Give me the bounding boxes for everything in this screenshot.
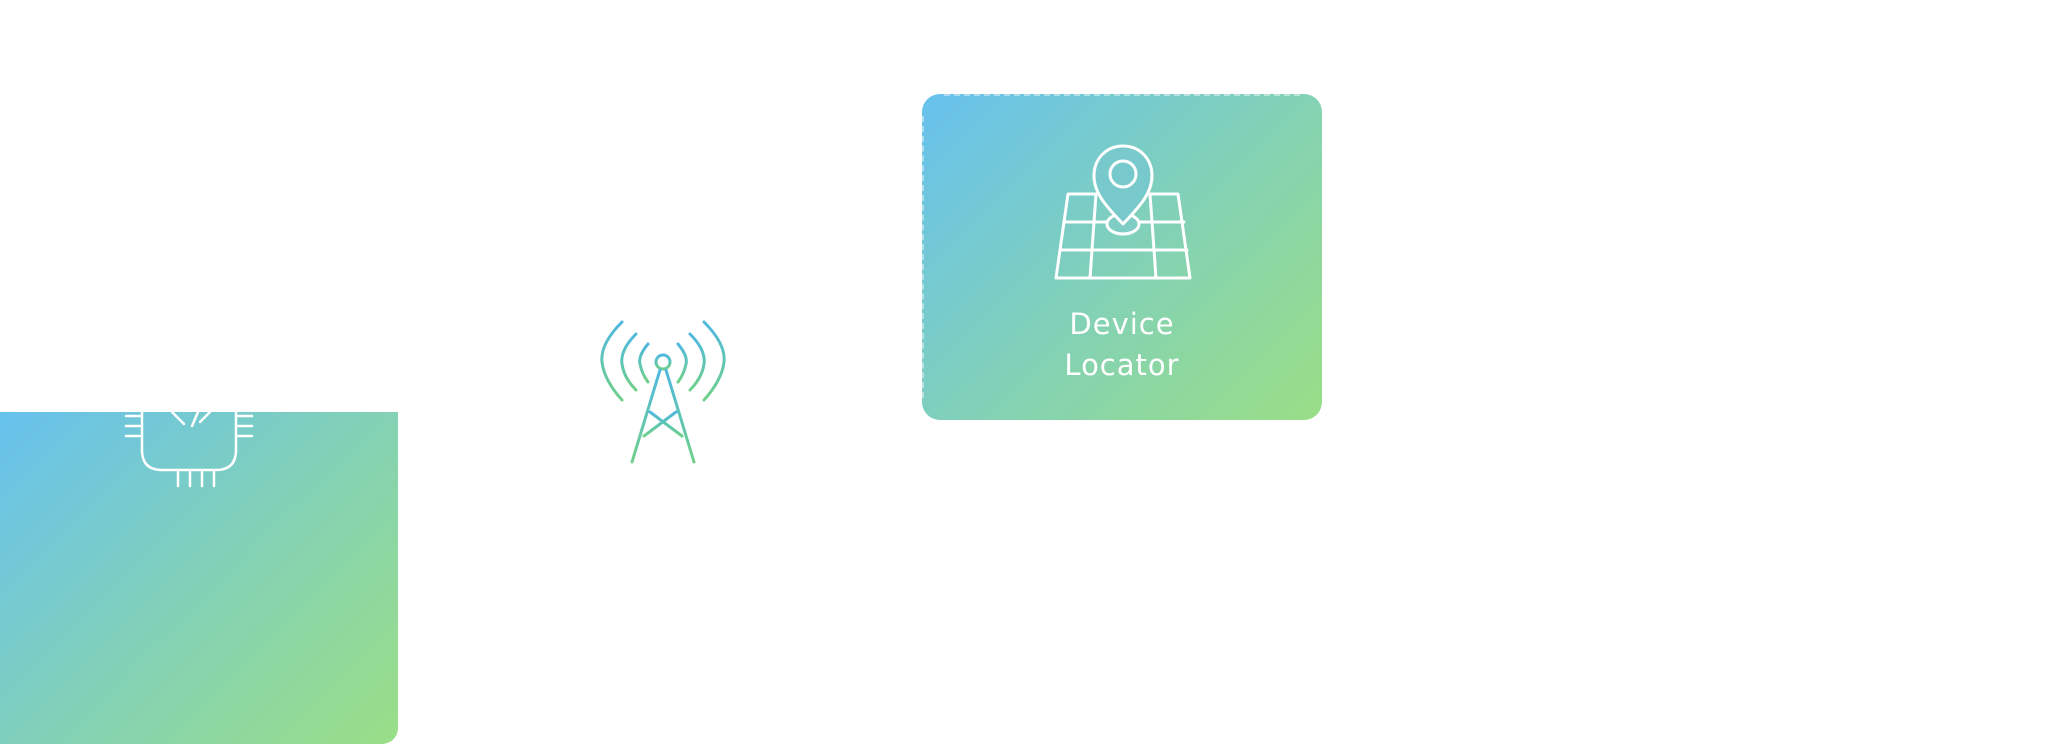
tile-label: Device Locator (922, 304, 1322, 386)
map-pin-icon (1054, 144, 1192, 280)
app-tile-chip[interactable] (0, 412, 398, 744)
tile-dashed-border (944, 94, 1300, 96)
chip-icon (124, 410, 254, 488)
tile-label-line1: Device (1069, 307, 1175, 341)
tile-dashed-border (922, 116, 924, 398)
cell-tower-icon (600, 320, 726, 464)
tile-label-line2: Locator (1064, 348, 1180, 382)
app-tile-device-locator[interactable]: Device Locator (922, 94, 1322, 420)
